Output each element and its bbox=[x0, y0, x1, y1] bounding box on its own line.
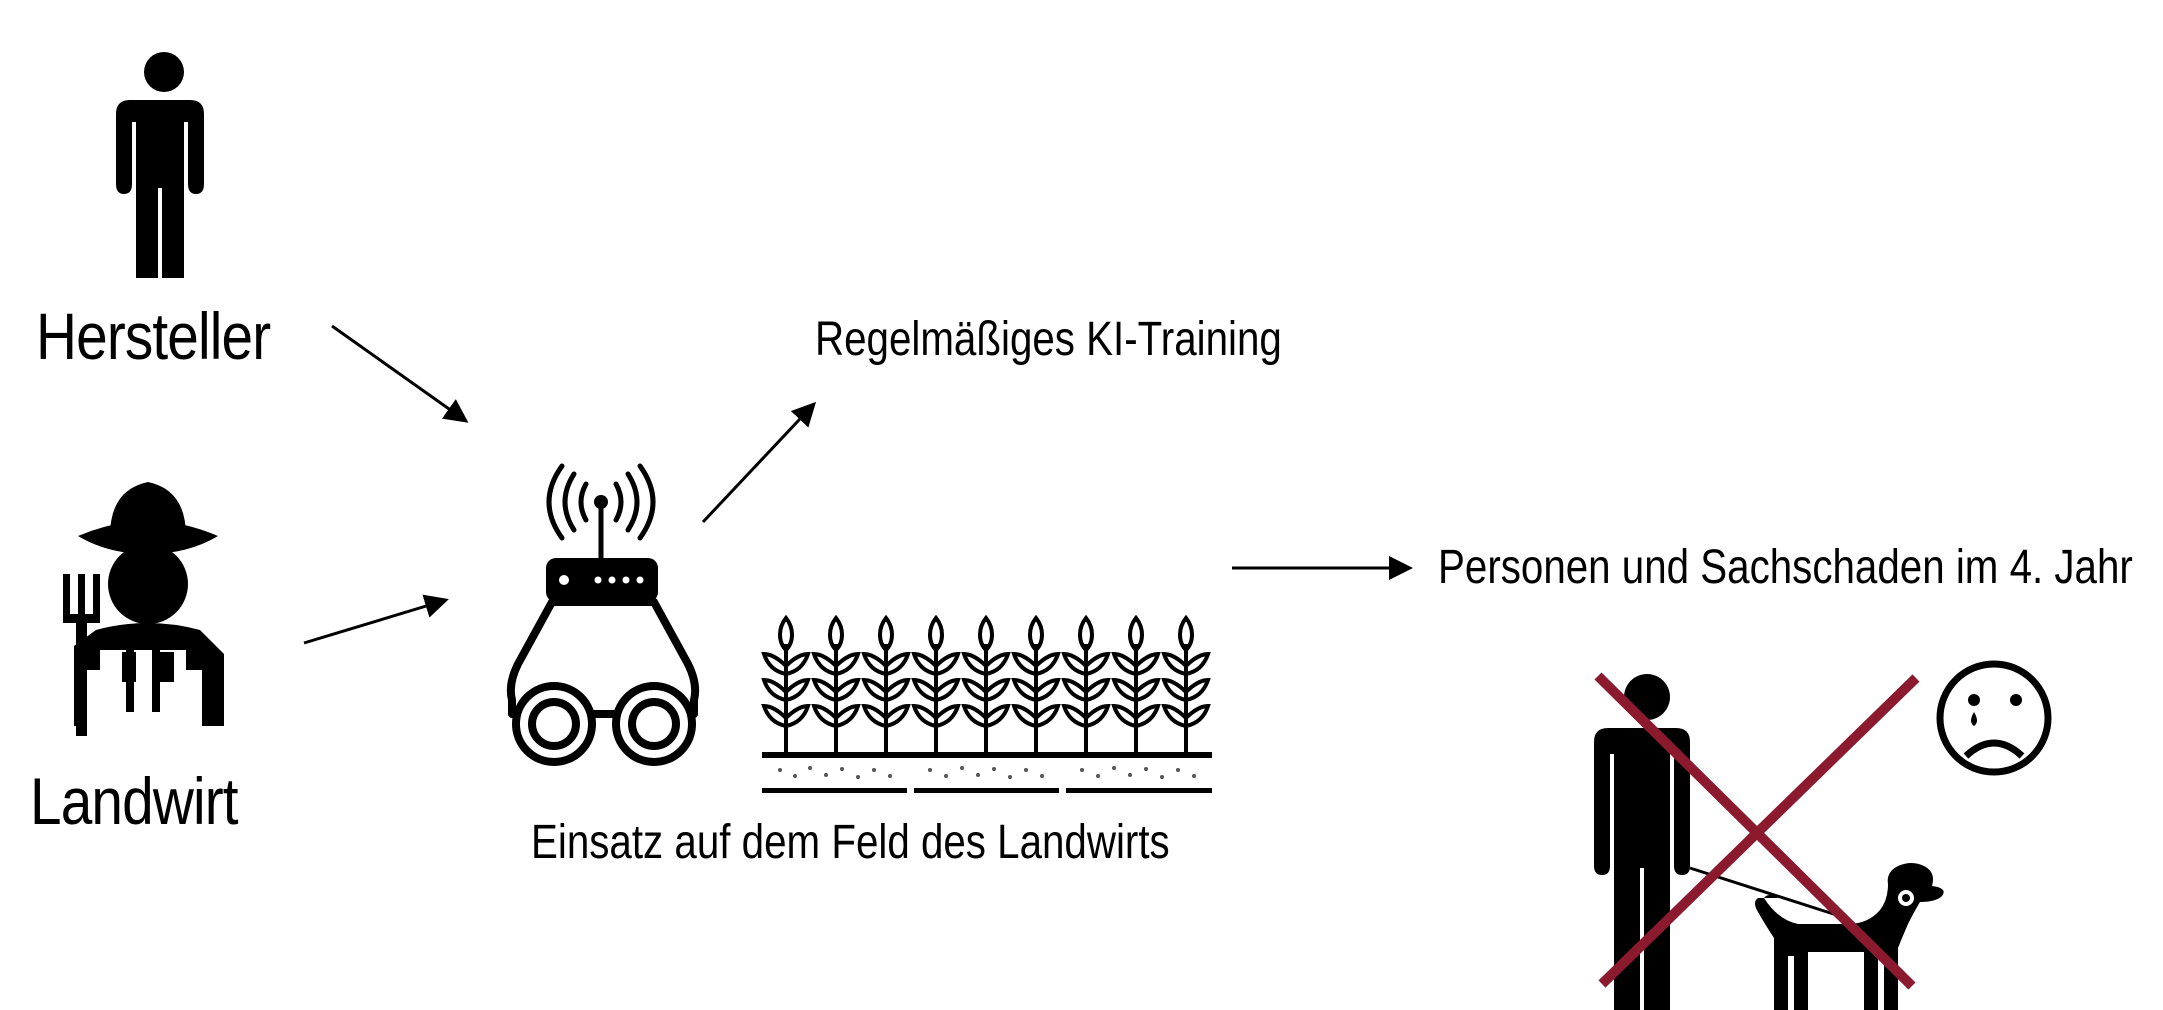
pitchfork-icon bbox=[63, 574, 100, 736]
farmer-icon bbox=[74, 482, 224, 726]
dog-icon bbox=[1755, 863, 1944, 1010]
label-damage: Personen und Sachschaden im 4. Jahr bbox=[1438, 541, 2133, 594]
label-field-use: Einsatz auf dem Feld des Landwirts bbox=[531, 816, 1170, 869]
wheat-field-icon bbox=[762, 616, 1212, 793]
label-manufacturer: Hersteller bbox=[36, 299, 271, 373]
robot-vehicle-icon bbox=[506, 558, 700, 766]
arrow-robot-to-training bbox=[701, 401, 817, 524]
person-icon bbox=[116, 52, 204, 278]
antenna-signal-icon bbox=[546, 463, 656, 563]
arrow-landwirt-to-robot bbox=[303, 594, 449, 645]
label-farmer: Landwirt bbox=[30, 764, 239, 838]
arrow-hersteller-to-robot bbox=[331, 324, 469, 423]
sad-face-icon bbox=[1936, 660, 2052, 776]
label-ai-training: Regelmäßiges KI-Training bbox=[815, 313, 1282, 366]
red-cross-icon bbox=[1594, 672, 1920, 990]
